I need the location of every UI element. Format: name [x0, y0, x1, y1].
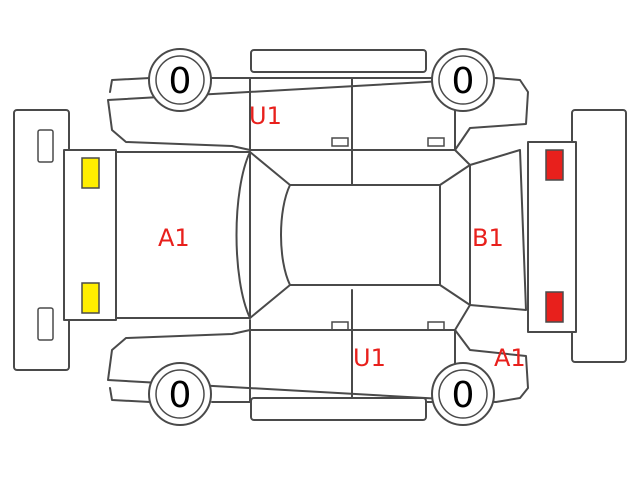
- mark-hood: A1: [158, 224, 190, 252]
- tire-front-right-value: 0: [169, 375, 192, 416]
- car-top-view: [115, 149, 527, 331]
- front-bumper: [13, 109, 70, 371]
- mark-upper-doors: U1: [249, 102, 282, 130]
- windshield: [249, 151, 291, 319]
- tire-rear-left: 0: [431, 48, 495, 112]
- roof: [289, 184, 441, 286]
- front-lamp-panel: [63, 149, 117, 321]
- rear-lamp-top: [545, 149, 564, 181]
- tire-rear-right-value: 0: [452, 375, 475, 416]
- mark-lower-doors: U1: [353, 344, 386, 372]
- mark-lower-rear-fender: A1: [494, 344, 526, 372]
- tire-front-right: 0: [148, 362, 212, 426]
- front-lamp-top: [81, 157, 100, 189]
- mark-rear: B1: [472, 224, 504, 252]
- rear-pillar: [439, 164, 471, 306]
- tire-front-left-value: 0: [169, 61, 192, 102]
- hood: [115, 151, 251, 319]
- tire-rear-right: 0: [431, 362, 495, 426]
- rear-lamp-bottom: [545, 291, 564, 323]
- rear-lamp-panel: [527, 141, 577, 333]
- windshield-front-edge: [235, 151, 251, 319]
- tire-front-left: 0: [148, 48, 212, 112]
- front-lamp-bottom: [81, 282, 100, 314]
- top-rocker-panel: [250, 49, 427, 73]
- rear-bumper: [571, 109, 627, 363]
- tire-rear-left-value: 0: [452, 61, 475, 102]
- rear-window: [469, 149, 527, 311]
- bottom-rocker-panel: [250, 397, 427, 421]
